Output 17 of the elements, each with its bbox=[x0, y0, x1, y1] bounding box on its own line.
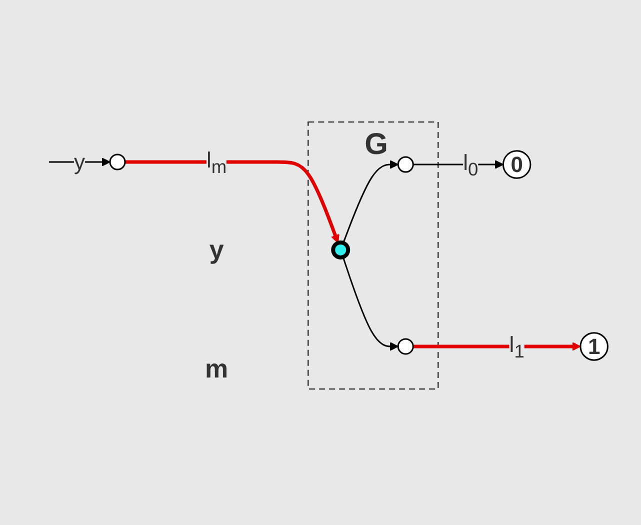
arrow bbox=[124, 160, 340, 244]
node-label: m bbox=[204, 353, 228, 384]
arrow bbox=[412, 342, 580, 351]
node-circle bbox=[397, 156, 414, 173]
node-circle bbox=[397, 338, 414, 354]
node-circle: 1 bbox=[579, 332, 608, 361]
node-circle bbox=[108, 154, 126, 170]
node-label: y bbox=[208, 234, 224, 264]
arrow bbox=[342, 160, 398, 243]
edge-label: l$_{1}$ bbox=[508, 332, 524, 362]
arrow bbox=[342, 256, 398, 351]
edge-label: y bbox=[74, 149, 85, 174]
cluster: G bbox=[307, 121, 438, 390]
node-circle bbox=[330, 240, 350, 260]
edge-label: l$_{0}$ bbox=[462, 150, 478, 180]
node-circle: 0 bbox=[502, 150, 531, 179]
edge-label: l$_{m}$ bbox=[206, 147, 226, 177]
